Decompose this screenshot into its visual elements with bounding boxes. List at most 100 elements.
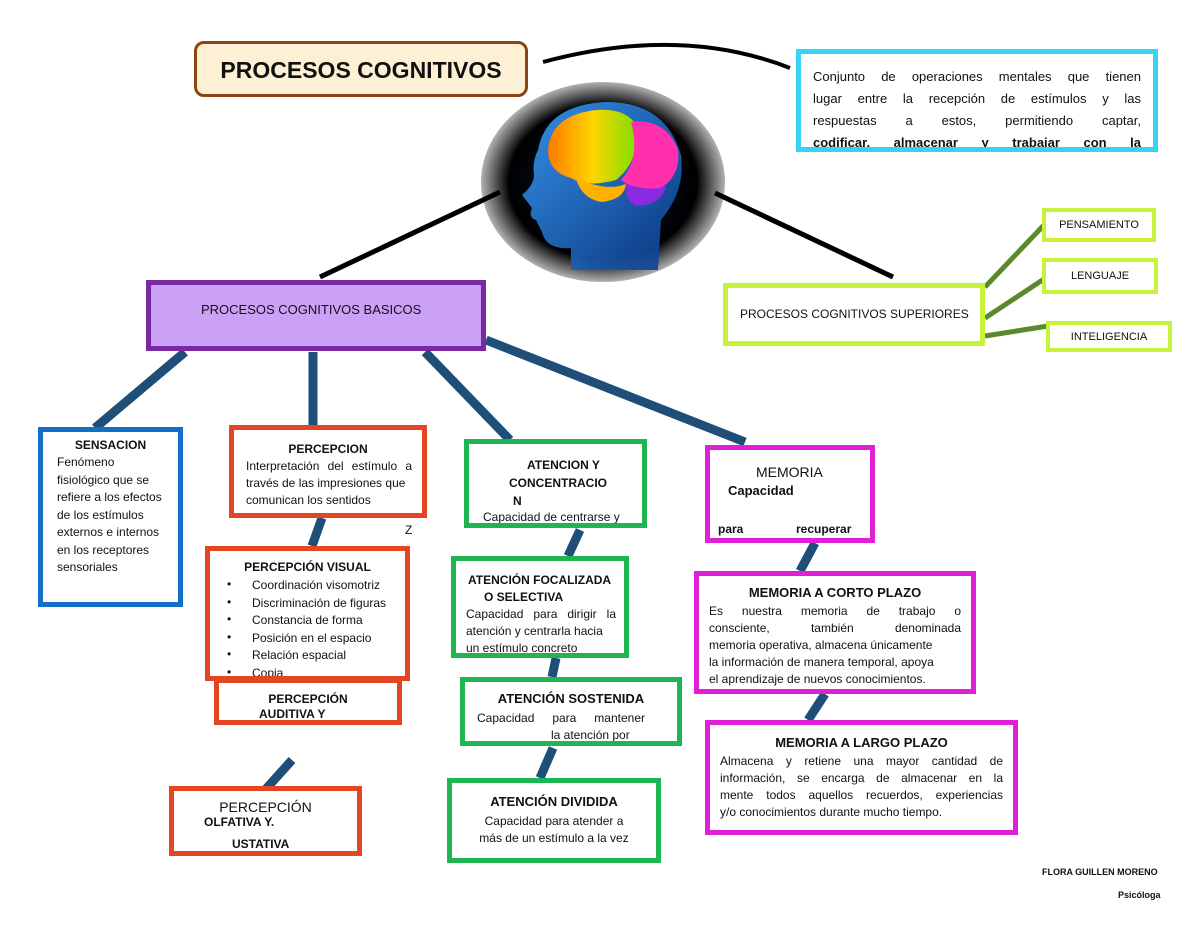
atencion-sostenida-title: ATENCIÓN SOSTENIDA xyxy=(497,691,645,706)
author-role: Psicóloga xyxy=(1118,890,1161,900)
title-arc xyxy=(542,42,791,70)
connector-sup-pens xyxy=(983,223,1046,289)
sensacion-box: SENSACION Fenómeno fisiológico que se re… xyxy=(38,427,183,607)
memoria-line2b: recuperar xyxy=(796,522,852,536)
sensacion-line: externos e internos xyxy=(57,525,160,539)
superior-processes-box: PROCESOS COGNITIVOS SUPERIORES xyxy=(723,283,985,346)
memoria-largo-line: mente todos aquellos recuerdos, experien… xyxy=(720,788,1003,802)
percepcion-olfativa-box: PERCEPCIÓN OLFATIVA Y. USTATIVA xyxy=(169,786,362,856)
percepcion-visual-box: PERCEPCIÓN VISUAL Coordinación visomotri… xyxy=(205,546,410,681)
atencion-focalizada-line2: O SELECTIVA xyxy=(484,590,564,604)
connector-af-as xyxy=(547,657,561,678)
list-item: Discriminación de figuras xyxy=(218,594,386,613)
connector-basic-atencion xyxy=(421,348,514,444)
connector-basic-sensacion xyxy=(92,348,188,432)
memoria-corto-plazo-title: MEMORIA A CORTO PLAZO xyxy=(748,585,922,600)
sensacion-line: en los receptores xyxy=(57,542,150,557)
memoria-corto-line: consciente, también denominada xyxy=(709,621,961,635)
percepcion-line: comunican los sentidos xyxy=(246,493,371,507)
connector-perc-pv xyxy=(307,516,327,548)
sensacion-line: Fenómeno xyxy=(57,455,115,469)
sensacion-text: Fenómeno fisiológico que se refiere a lo… xyxy=(57,454,162,577)
lenguaje-box: LENGUAJE xyxy=(1042,258,1158,294)
percepcion-auditiva-line1: PERCEPCIÓN xyxy=(268,692,348,706)
list-item: Copia xyxy=(218,664,386,676)
connector-mem-mcp xyxy=(796,540,819,574)
inteligencia-box: INTELIGENCIA xyxy=(1046,321,1172,352)
memoria-largo-line: Almacena y retiene una mayor cantidad de xyxy=(720,754,1003,768)
atencion-box: ATENCION Y CONCENTRACIO N Capacidad de c… xyxy=(464,439,647,528)
title-box: PROCESOS COGNITIVOS xyxy=(194,41,528,97)
definition-line: codificar, almacenar y trabajar con la xyxy=(813,135,1141,150)
memoria-largo-line: información, se encarga de almacenar en … xyxy=(720,771,1003,785)
definition-line: respuestas a estos, permitiendo captar, xyxy=(813,113,1141,128)
percepcion-text: Interpretación del estímulo a través de … xyxy=(246,458,412,509)
list-item: Constancia de forma xyxy=(218,611,386,630)
memoria-corto-line: Es nuestra memoria de trabajo o xyxy=(709,604,961,618)
list-item: Coordinación visomotriz xyxy=(218,576,386,595)
inteligencia-label: INTELIGENCIA xyxy=(1070,331,1148,343)
author-name: FLORA GUILLEN MORENO xyxy=(1042,867,1158,877)
connector-as-ad xyxy=(535,746,558,780)
atencion-dividida-title: ATENCIÓN DIVIDIDA xyxy=(490,794,618,809)
percepcion-auditiva-line2: AUDITIVA Y xyxy=(259,707,326,721)
memoria-corto-line: memoria operativa, almacena únicamente xyxy=(709,638,933,652)
atencion-focalizada-desc-line: Capacidad para dirigir la xyxy=(466,607,616,621)
superior-processes-label: PROCESOS COGNITIVOS SUPERIORES xyxy=(740,307,969,321)
memoria-title: MEMORIA xyxy=(756,464,823,480)
lenguaje-label: LENGUAJE xyxy=(1070,270,1130,282)
memoria-largo-line: y/o conocimientos durante mucho tiempo. xyxy=(720,805,943,819)
percepcion-box: PERCEPCION Interpretación del estímulo a… xyxy=(229,425,427,518)
atencion-sostenida-line1: Capacidad para mantener xyxy=(477,711,645,725)
memoria-largo-plazo-text: Almacena y retiene una mayor cantidad de… xyxy=(720,753,1003,821)
sensacion-line: sensoriales xyxy=(57,560,118,574)
sensacion-title: SENSACION xyxy=(74,438,147,452)
sensacion-line: refiere a los efectos xyxy=(57,490,162,504)
percepcion-auditiva-box: PERCEPCIÓN AUDITIVA Y xyxy=(214,678,402,725)
atencion-dividida-box: ATENCIÓN DIVIDIDA Capacidad para atender… xyxy=(447,778,661,863)
basic-processes-label: PROCESOS COGNITIVOS BASICOS xyxy=(201,302,422,317)
definition-text: Conjunto de operaciones mentales que tie… xyxy=(813,66,1141,150)
sensacion-line: de los estímulos xyxy=(57,507,144,522)
memoria-largo-plazo-title: MEMORIA A LARGO PLAZO xyxy=(775,735,948,750)
connector-brain-superior xyxy=(713,190,895,280)
pensamiento-box: PENSAMIENTO xyxy=(1042,208,1156,242)
connector-at-af xyxy=(563,528,585,558)
brain-head-image xyxy=(481,82,725,282)
memoria-largo-plazo-box: MEMORIA A LARGO PLAZO Almacena y retiene… xyxy=(705,720,1018,835)
atencion-sostenida-box: ATENCIÓN SOSTENIDA Capacidad para manten… xyxy=(460,677,682,746)
list-item: Posición en el espacio xyxy=(218,629,386,648)
definition-line: Conjunto de operaciones mentales que tie… xyxy=(813,69,1141,84)
atencion-line1: ATENCION Y xyxy=(527,458,600,472)
memoria-line2a: para xyxy=(718,522,744,536)
atencion-focalizada-desc-line: atención y centrarla hacia xyxy=(466,624,603,638)
percepcion-title: PERCEPCION xyxy=(288,442,368,456)
atencion-dividida-line2: más de un estímulo a la vez xyxy=(479,831,629,845)
connector-basic-memoria xyxy=(484,335,747,447)
stray-character: Z xyxy=(405,523,413,537)
connector-sup-leng xyxy=(983,276,1046,321)
definition-line: lugar entre la recepción de estímulos y … xyxy=(813,91,1141,106)
atencion-dividida-line1: Capacidad para atender a xyxy=(484,814,624,828)
connector-pa-po xyxy=(261,756,296,794)
atencion-sostenida-line2: la atención por xyxy=(551,728,630,742)
percepcion-olfativa-line3: USTATIVA xyxy=(232,837,290,851)
connector-mcp-mlp xyxy=(804,691,829,723)
percepcion-olfativa-line2: OLFATIVA Y. xyxy=(204,815,275,829)
atencion-line3: N xyxy=(513,494,522,508)
basic-processes-box: PROCESOS COGNITIVOS BASICOS xyxy=(146,280,486,351)
atencion-line2: CONCENTRACIO xyxy=(509,476,607,490)
atencion-focalizada-box: ATENCIÓN FOCALIZADA O SELECTIVA Capacida… xyxy=(451,556,629,658)
memoria-corto-plazo-text: Es nuestra memoria de trabajo o conscien… xyxy=(709,603,961,688)
memoria-corto-line: el aprendizaje de nuevos conocimientos. xyxy=(709,672,926,686)
memoria-line1: Capacidad xyxy=(728,483,794,498)
connector-brain-basic xyxy=(318,189,502,280)
definition-box: Conjunto de operaciones mentales que tie… xyxy=(796,49,1158,152)
atencion-focalizada-desc-line: un estímulo concreto xyxy=(466,641,578,655)
pensamiento-label: PENSAMIENTO xyxy=(1059,219,1139,231)
memoria-box: MEMORIA Capacidad para recuperar xyxy=(705,445,875,543)
atencion-desc: Capacidad de centrarse y xyxy=(483,510,620,524)
percepcion-line: través de las impresiones que xyxy=(246,476,406,490)
page-title: PROCESOS COGNITIVOS xyxy=(220,57,502,83)
